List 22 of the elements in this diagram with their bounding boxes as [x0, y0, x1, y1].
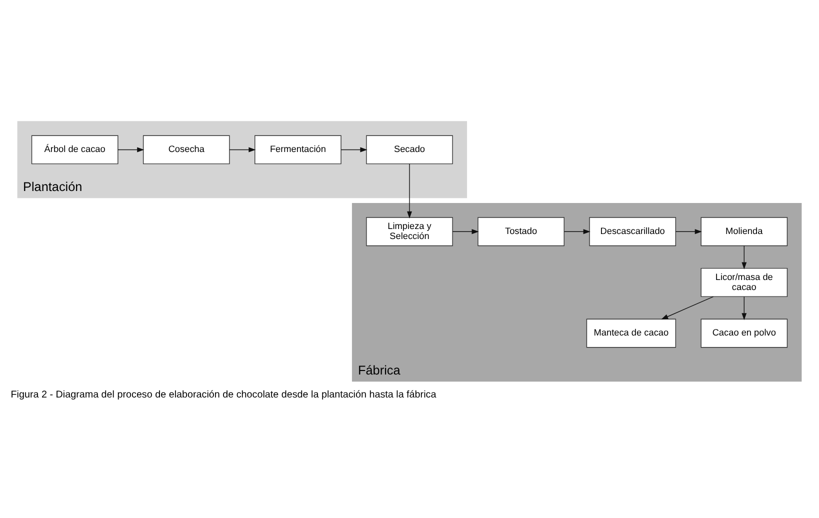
- arrow: [661, 296, 714, 320]
- arrow: [340, 146, 368, 152]
- arrow: [742, 244, 747, 269]
- node-box: Fermentación: [254, 134, 342, 164]
- arrow: [742, 296, 747, 320]
- node-box: Secado: [366, 134, 453, 164]
- arrow: [229, 146, 256, 152]
- node-box: Descascarillado: [589, 216, 676, 246]
- node-box: Tostado: [478, 216, 564, 246]
- arrow: [407, 163, 412, 218]
- arrow: [452, 228, 479, 234]
- node-box: Limpieza y Selección: [366, 216, 453, 246]
- arrow: [564, 228, 590, 234]
- node-box: Cacao en polvo: [700, 318, 788, 348]
- caption: Figura 2 - Diagrama del proceso de elaboración de chocolate desde la plantación hasta la fábrica: [10, 389, 436, 400]
- node-box: Licor/masa de cacao: [700, 267, 788, 296]
- arrow: [118, 146, 144, 152]
- node-box: Manteca de cacao: [586, 318, 676, 348]
- node-box: Árbol de cacao: [31, 134, 118, 164]
- node-box: Molienda: [700, 216, 788, 246]
- node-box: Cosecha: [142, 134, 230, 164]
- arrow: [675, 228, 702, 234]
